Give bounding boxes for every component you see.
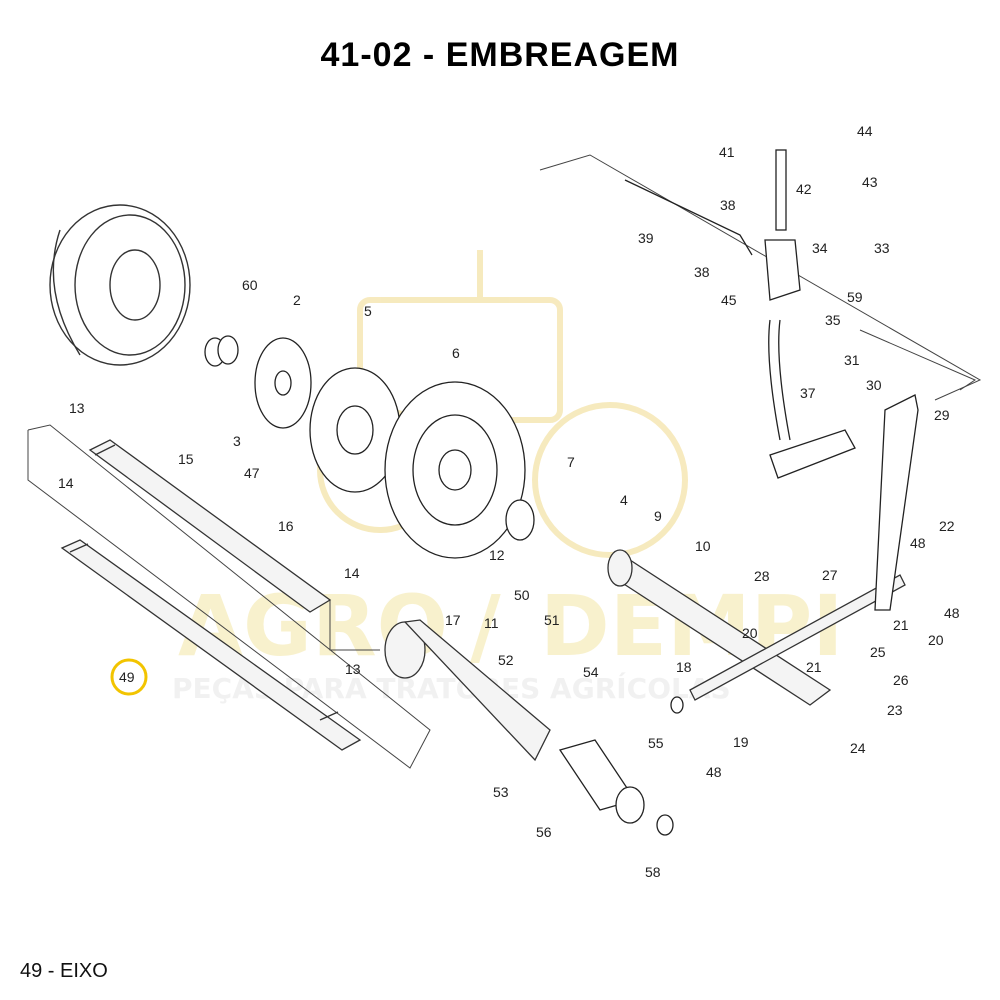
part-label-10: 10 (695, 538, 711, 554)
part-label-35: 35 (825, 312, 841, 328)
part-label-60: 60 (242, 277, 258, 293)
part-label-15: 15 (178, 451, 194, 467)
part-label-14a: 14 (58, 475, 74, 491)
sleeve-56 (558, 739, 645, 824)
highlight-part-49[interactable]: 49 (110, 658, 148, 696)
part-label-38a: 38 (694, 264, 710, 280)
shaft-15 (88, 439, 332, 613)
washer-48 (670, 696, 684, 714)
part-label-45: 45 (721, 292, 737, 308)
part-label-48b: 48 (944, 605, 960, 621)
plate-2 (254, 337, 312, 429)
part-label-42: 42 (796, 181, 812, 197)
part-label-52: 52 (498, 652, 514, 668)
part-label-17: 17 (445, 612, 461, 628)
part-label-22: 22 (939, 518, 955, 534)
part-label-55: 55 (648, 735, 664, 751)
part-label-39: 39 (638, 230, 654, 246)
part-label-7: 7 (567, 454, 575, 470)
part-label-25: 23 (887, 702, 903, 718)
part-label-5: 5 (364, 303, 372, 319)
highlight-ring (110, 658, 148, 696)
part-label-2: 2 (293, 292, 301, 308)
clutch-disc-5 (309, 367, 401, 493)
part-label-19: 19 (733, 734, 749, 750)
pedal-37 (768, 319, 856, 479)
part-label-11: 11 (484, 615, 499, 631)
part-label-47: 47 (244, 465, 260, 481)
part-label-43: 43 (862, 174, 878, 190)
part-label-59: 59 (847, 289, 863, 305)
rod-39 (624, 179, 753, 256)
part-label-38b: 38 (720, 197, 736, 213)
shaft-49 (60, 539, 362, 751)
part-label-58: 58 (645, 864, 661, 880)
part-labels: 60 2 5 6 7 4 9 10 12 50 11 51 13 14 15 3… (58, 123, 960, 880)
part-label-48c: 48 (910, 535, 926, 551)
part-label-9: 9 (654, 508, 662, 524)
part-label-13a: 13 (69, 400, 85, 416)
part-label-41: 41 (719, 144, 735, 160)
part-label-49: 49 (119, 669, 135, 685)
pressure-plate-6 (384, 381, 526, 559)
bearing-7 (505, 499, 535, 541)
part-label-53: 53 (493, 784, 509, 800)
bushing-60 (204, 335, 239, 367)
part-label-4: 4 (620, 492, 628, 508)
washer-58 (656, 814, 674, 836)
part-label-44: 44 (857, 123, 873, 139)
part-label-12: 12 (489, 547, 505, 563)
part-label-37: 37 (800, 385, 816, 401)
rod-19 (689, 574, 906, 701)
diagram-title: 41-02 - EMBREAGEM (320, 36, 680, 74)
part-label-33: 33 (874, 240, 890, 256)
part-label-20a: 20 (742, 625, 758, 641)
part-label-31: 31 (844, 352, 860, 368)
part-label-56: 56 (536, 824, 552, 840)
part-label-51: 51 (544, 612, 560, 628)
part-label-14b: 14 (344, 565, 360, 581)
part-label-28: 28 (754, 568, 770, 584)
watermark-brand-slash: / (470, 577, 501, 675)
lever-41 (764, 149, 801, 301)
part-label-13b: 13 (345, 661, 361, 677)
part-label-24: 26 (893, 672, 909, 688)
tube-52 (384, 619, 551, 762)
part-label-23: 25 (870, 644, 886, 660)
part-label-21b: 21 (893, 617, 909, 633)
part-label-48a: 48 (706, 764, 722, 780)
part-label-34: 34 (812, 240, 828, 256)
arm-27 (874, 394, 919, 611)
part-label-18: 18 (676, 659, 692, 675)
part-label-26: 24 (850, 740, 866, 756)
part-label-27: 27 (822, 567, 838, 583)
caption-part-description: 49 - EIXO (20, 960, 108, 982)
part-label-30: 30 (866, 377, 882, 393)
part-label-50: 50 (514, 587, 530, 603)
part-label-20b: 20 (928, 632, 944, 648)
part-label-21a: 21 (806, 659, 822, 675)
part-label-29: 29 (934, 407, 950, 423)
part-label-6: 6 (452, 345, 460, 361)
wheel-tire (49, 204, 191, 366)
part-label-54: 54 (583, 664, 599, 680)
part-label-16: 16 (278, 518, 294, 534)
part-label-3: 3 (233, 433, 241, 449)
